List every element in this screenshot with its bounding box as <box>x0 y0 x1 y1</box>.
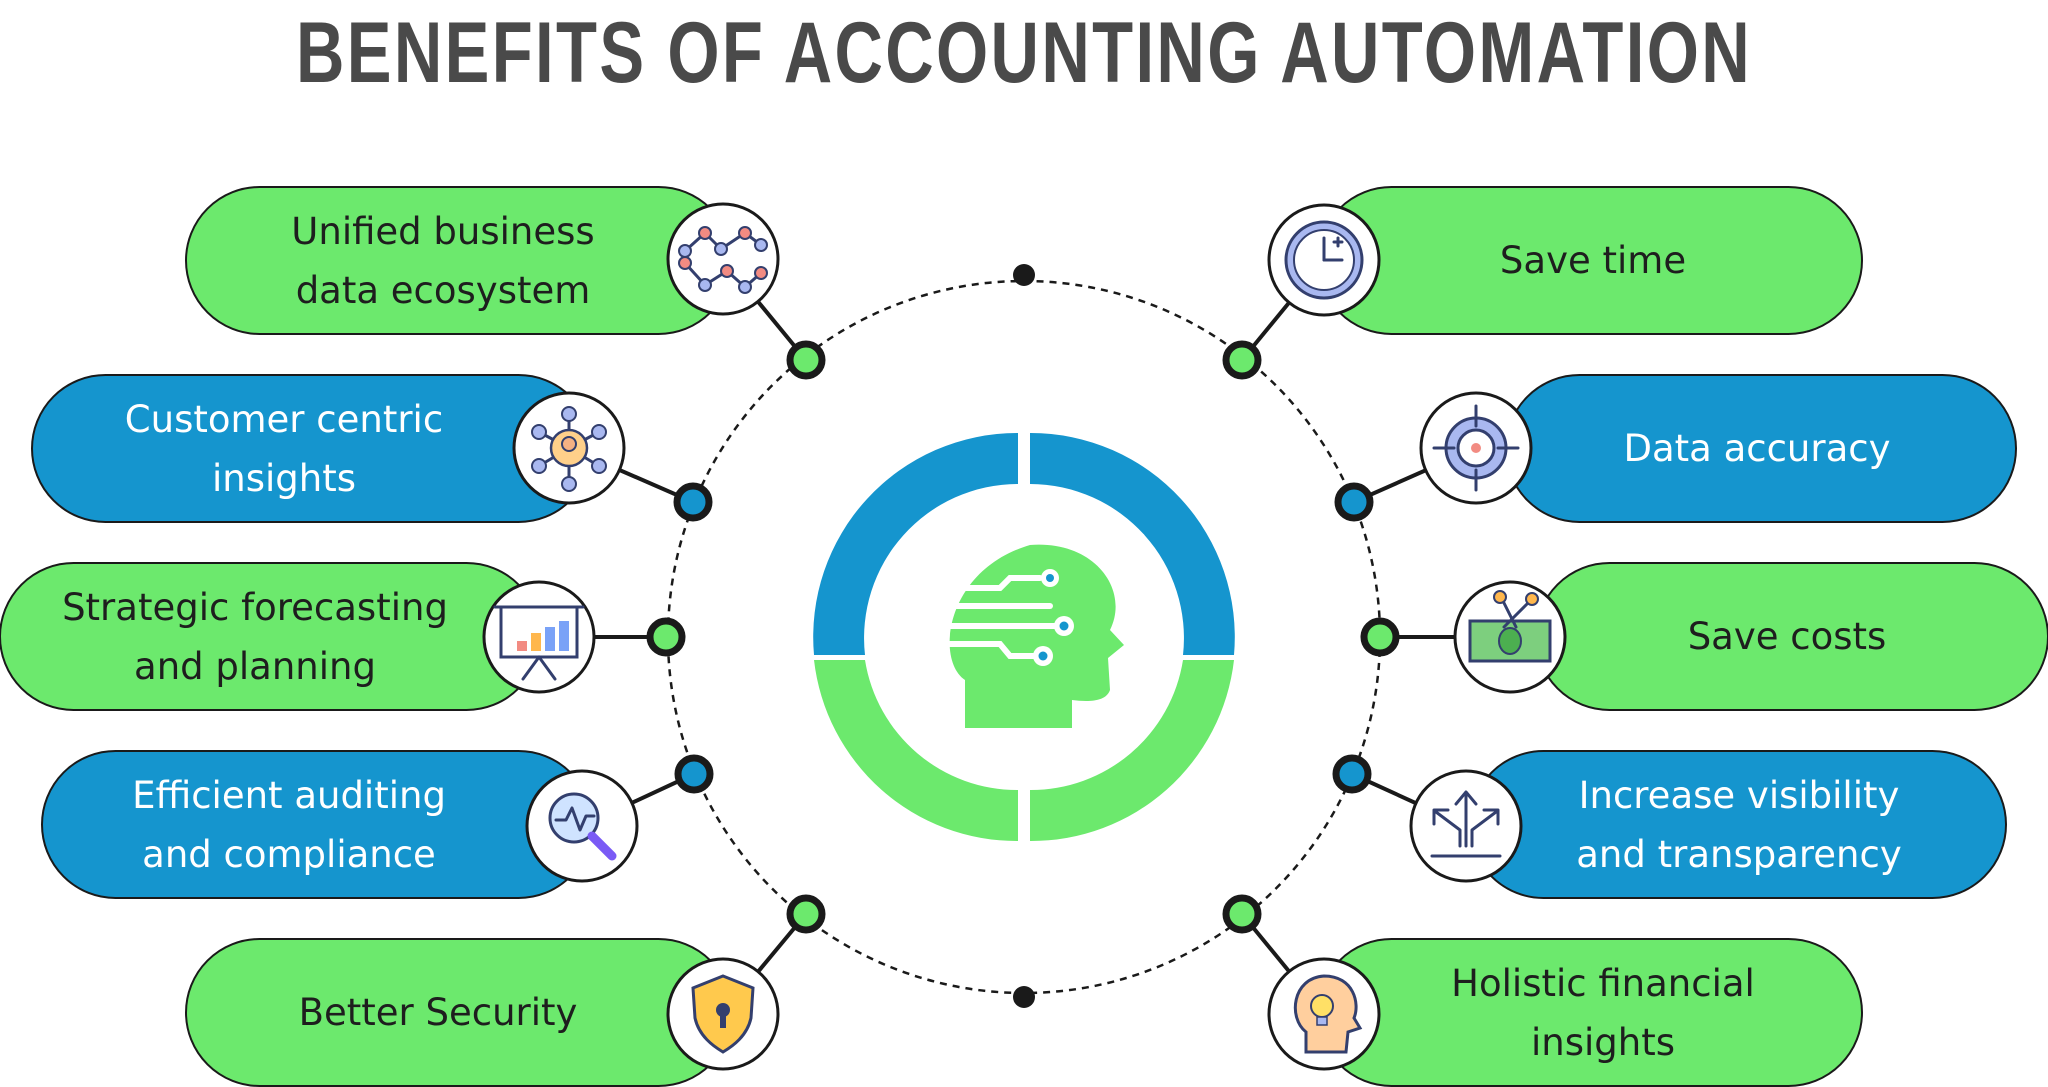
direction-arrows-icon <box>1409 769 1523 883</box>
node-dot <box>1332 754 1372 794</box>
ring-blue-right <box>1030 432 1235 655</box>
benefit-left-2 <box>31 374 713 523</box>
benefit-left-3 <box>0 562 686 711</box>
ring-green-right <box>1030 660 1234 842</box>
page-title: BENEFITS OF ACCOUNTING AUTOMATION <box>295 5 1753 101</box>
benefit-label: Unified business data ecosystem <box>291 209 595 312</box>
benefit-label: Efficient auditing and compliance <box>132 773 446 876</box>
benefit-label: Save costs <box>1687 615 1887 658</box>
benefit-right-3 <box>1360 562 2048 711</box>
node-dot <box>1222 340 1262 380</box>
magnifier-analysis-icon <box>525 769 639 883</box>
node-dot <box>1360 617 1400 657</box>
ai-brain-circuit-icon <box>937 544 1124 728</box>
benefit-label: Data accuracy <box>1623 427 1891 470</box>
orbit-bottom-dot <box>1013 986 1035 1008</box>
orbit-top-dot <box>1013 264 1035 286</box>
node-dot <box>646 617 686 657</box>
benefit-left-1 <box>185 186 826 380</box>
benefit-left-5 <box>185 894 826 1087</box>
benefit-label: Increase visibility and transparency <box>1576 773 1902 876</box>
head-lightbulb-icon <box>1267 957 1381 1071</box>
clock-icon <box>1267 203 1381 317</box>
node-dot <box>1222 894 1262 934</box>
benefit-label: Better Security <box>298 991 578 1034</box>
benefit-right-1 <box>1222 186 1863 380</box>
node-dot <box>674 754 714 794</box>
node-dot <box>786 894 826 934</box>
cash-scissors-icon <box>1453 580 1567 694</box>
ring-green-left <box>814 660 1018 842</box>
benefit-right-5 <box>1222 894 1863 1087</box>
benefit-label: Strategic forecasting and planning <box>62 585 448 688</box>
network-graph-icon <box>666 202 780 316</box>
benefit-left-4 <box>41 750 714 899</box>
shield-lock-icon <box>666 957 780 1071</box>
target-crosshair-icon <box>1419 391 1533 505</box>
benefit-label: Customer centric insights <box>124 397 444 500</box>
presentation-chart-icon <box>482 580 596 694</box>
benefit-label: Holistic financial insights <box>1451 961 1755 1064</box>
benefit-right-2 <box>1334 374 2017 523</box>
benefit-right-4 <box>1332 750 2007 899</box>
node-dot <box>673 482 713 522</box>
benefit-label: Save time <box>1499 239 1687 282</box>
customer-network-icon <box>512 391 626 505</box>
center-ring <box>813 432 1235 842</box>
node-dot <box>786 340 826 380</box>
ring-blue-left <box>813 432 1018 655</box>
node-dot <box>1334 482 1374 522</box>
